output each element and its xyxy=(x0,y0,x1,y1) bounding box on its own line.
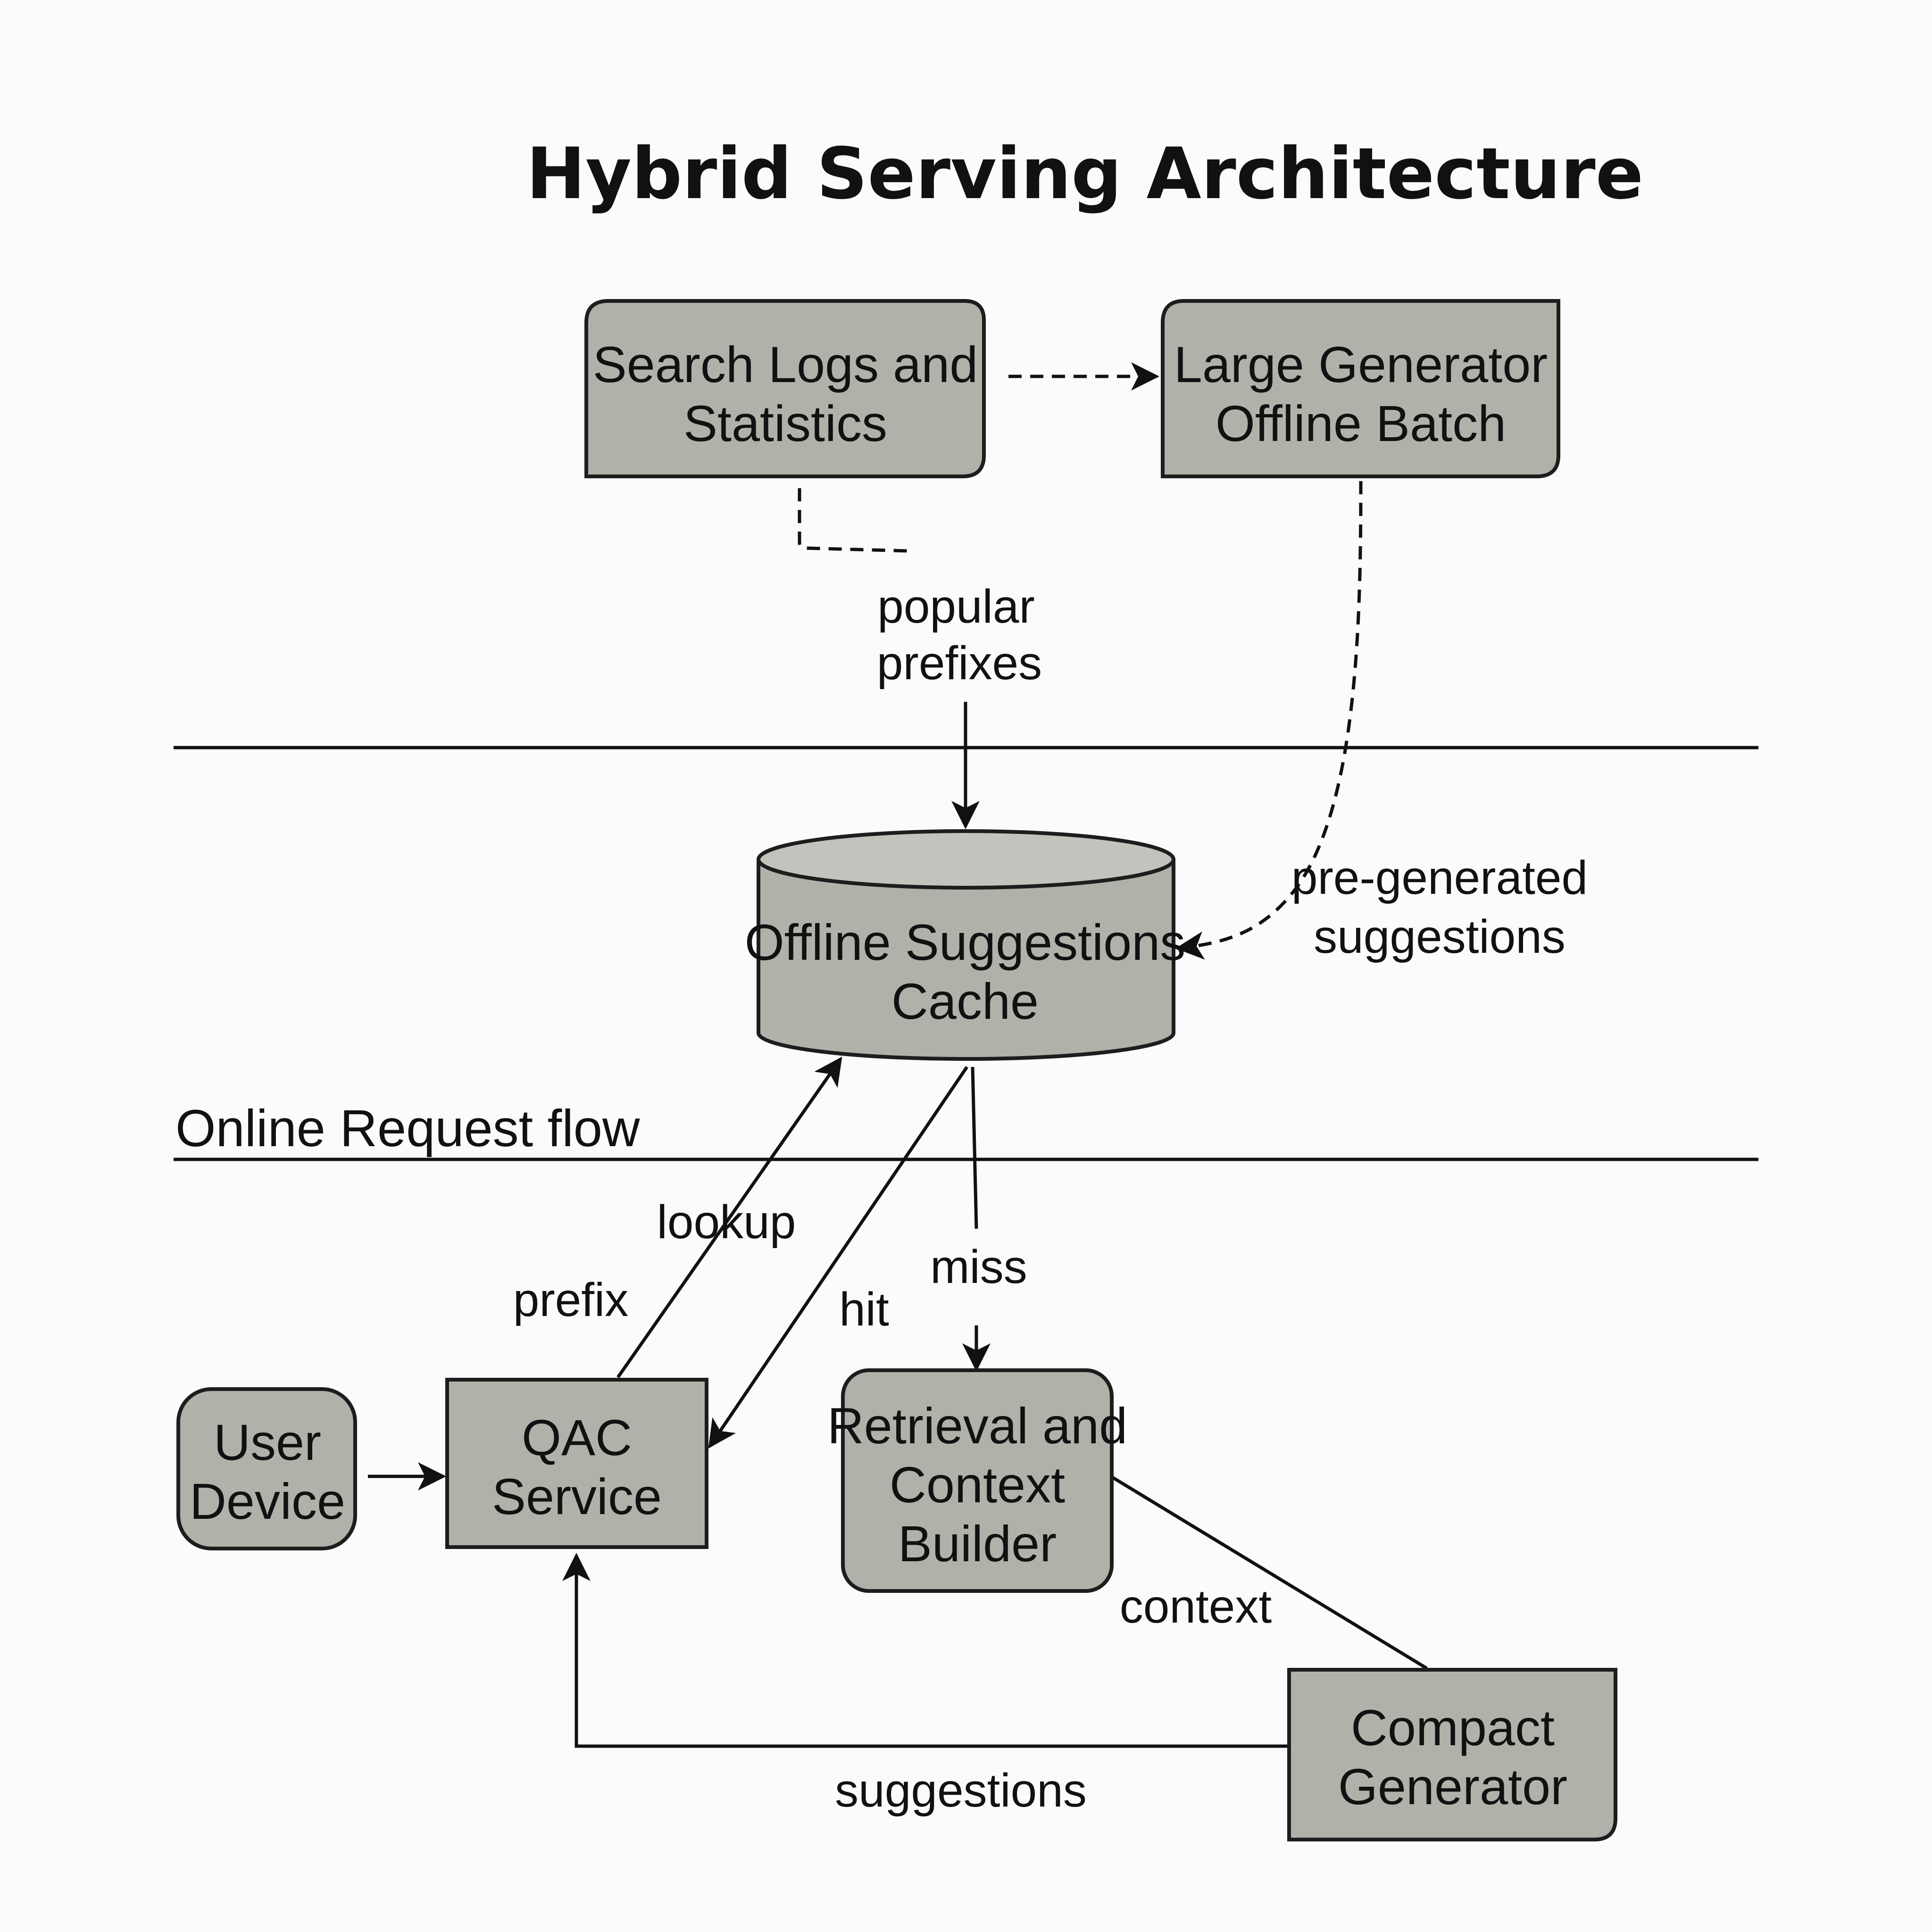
node-qac-line2: Service xyxy=(492,1468,662,1525)
node-compact-line2: Generator xyxy=(1338,1758,1567,1815)
node-user-device-line1: User xyxy=(214,1414,321,1471)
label-hit: hit xyxy=(839,1283,889,1336)
node-user-device[interactable]: User Device xyxy=(176,1387,357,1550)
edge-compact-to-qac xyxy=(562,1553,1289,1748)
node-large-generator-line2: Offline Batch xyxy=(1216,395,1506,452)
node-retrieval[interactable]: Retrieval and Context Builder xyxy=(827,1368,1127,1593)
node-offline-cache[interactable]: Offline Suggestions Cache xyxy=(745,829,1186,1061)
node-retrieval-line3: Builder xyxy=(898,1515,1057,1572)
node-search-logs-line2: Statistics xyxy=(683,395,887,452)
node-compact-line1: Compact xyxy=(1351,1699,1555,1756)
node-qac-line1: QAC xyxy=(522,1409,632,1466)
label-prefixes: prefixes xyxy=(877,637,1042,690)
label-lookup: lookup xyxy=(657,1196,796,1249)
label-suggestions-pregen: suggestions xyxy=(1314,910,1566,963)
node-search-logs[interactable]: Search Logs and Statistics xyxy=(584,299,986,478)
node-large-generator[interactable]: Large Generator Offline Batch xyxy=(1161,299,1560,478)
node-compact-generator[interactable]: Compact Generator xyxy=(1287,1668,1617,1841)
edge-retrieval-to-compact xyxy=(1110,1475,1428,1670)
label-pre-generated: pre-generated xyxy=(1291,851,1588,904)
node-qac-service[interactable]: QAC Service xyxy=(445,1378,708,1549)
edge-cache-to-qac-hit xyxy=(708,1066,968,1449)
label-miss: miss xyxy=(930,1241,1027,1293)
section-label-online: Online Request flow xyxy=(175,1099,640,1158)
node-user-device-line2: Device xyxy=(190,1473,345,1530)
node-retrieval-line1: Retrieval and xyxy=(827,1397,1127,1454)
node-large-generator-line1: Large Generator xyxy=(1174,336,1548,393)
node-cache-line1: Offline Suggestions xyxy=(745,914,1186,971)
edge-qac-to-cache-lookup xyxy=(616,1057,842,1379)
node-cache-line2: Cache xyxy=(891,973,1039,1030)
label-prefix: prefix xyxy=(513,1274,629,1326)
edge-logs-to-popular xyxy=(798,488,908,553)
node-search-logs-line1: Search Logs and xyxy=(593,336,978,393)
edge-generator-to-cache xyxy=(1175,481,1363,960)
label-popular: popular xyxy=(877,580,1035,633)
edge-cache-to-retrieval-miss xyxy=(971,1066,978,1229)
diagram-title: Hybrid Serving Architecture xyxy=(526,133,1644,215)
label-context: context xyxy=(1120,1580,1272,1633)
node-retrieval-line2: Context xyxy=(890,1456,1065,1513)
label-suggestions: suggestions xyxy=(835,1764,1087,1817)
